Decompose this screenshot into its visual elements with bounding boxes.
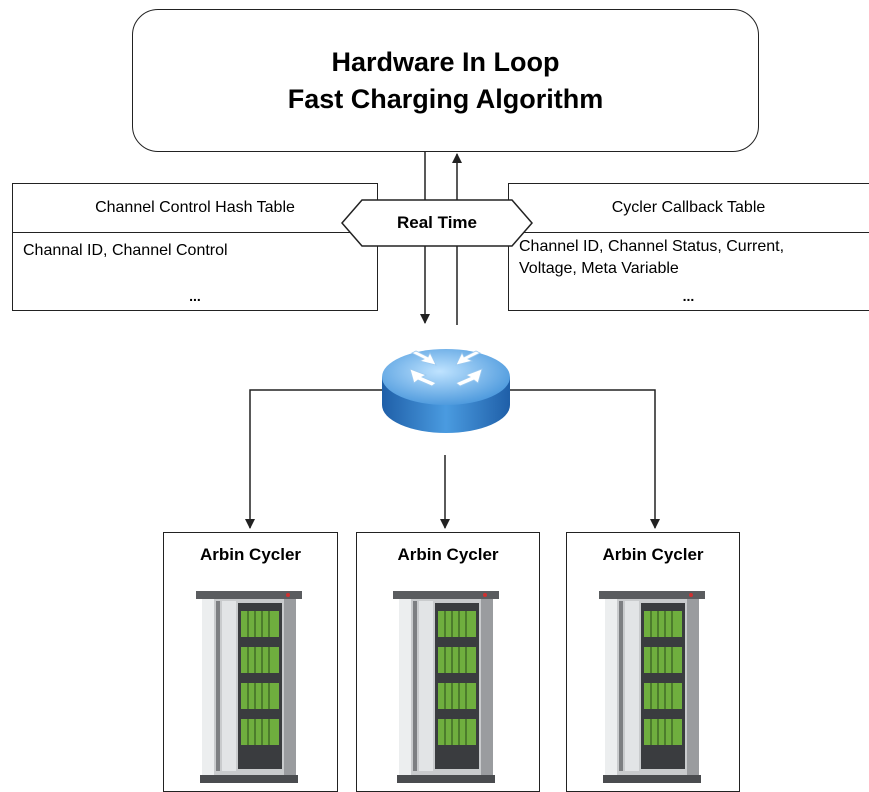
cycler-callback-table-content: Channel ID, Channel Status, Current, Vol… [519, 236, 869, 280]
channel-control-table: Channel Control Hash Table Channal ID, C… [12, 183, 378, 311]
algorithm-box: Hardware In Loop Fast Charging Algorithm [132, 9, 759, 152]
cycler-label: Arbin Cycler [602, 545, 704, 564]
realtime-hexagon [341, 199, 533, 247]
channel-control-table-ellipsis: ... [189, 288, 201, 304]
router-to-cycler-3-arrow [508, 389, 660, 529]
channel-control-table-title: Channel Control Hash Table [13, 184, 377, 233]
cycler-callback-content-line2: Voltage, Meta Variable [519, 260, 679, 277]
server-rack-icon [393, 591, 499, 783]
realtime-label: Real Time [396, 213, 477, 232]
cycler-callback-table-ellipsis: ... [682, 288, 695, 304]
cycler-callback-table-title: Cycler Callback Table [509, 184, 869, 233]
cycler-label: Arbin Cycler [397, 545, 499, 564]
cycler-card: Arbin Cycler [356, 532, 540, 792]
cycler-card: Arbin Cycler [566, 532, 740, 792]
cycler-callback-table: Cycler Callback Table Channel ID, Channe… [508, 183, 869, 311]
cycler-label: Arbin Cycler [199, 545, 302, 564]
server-rack-icon [196, 591, 302, 783]
server-rack-icon [599, 591, 705, 783]
cycler-card: Arbin Cycler [163, 532, 338, 792]
cycler-callback-content-line1: Channel ID, Channel Status, Current, [519, 238, 785, 255]
channel-control-table-content: Channal ID, Channel Control [23, 242, 228, 259]
router-to-cycler-1-arrow [245, 389, 385, 529]
algorithm-title-line1: Hardware In Loop [331, 46, 560, 77]
algorithm-title-line2: Fast Charging Algorithm [287, 83, 604, 114]
router-icon [382, 349, 510, 433]
